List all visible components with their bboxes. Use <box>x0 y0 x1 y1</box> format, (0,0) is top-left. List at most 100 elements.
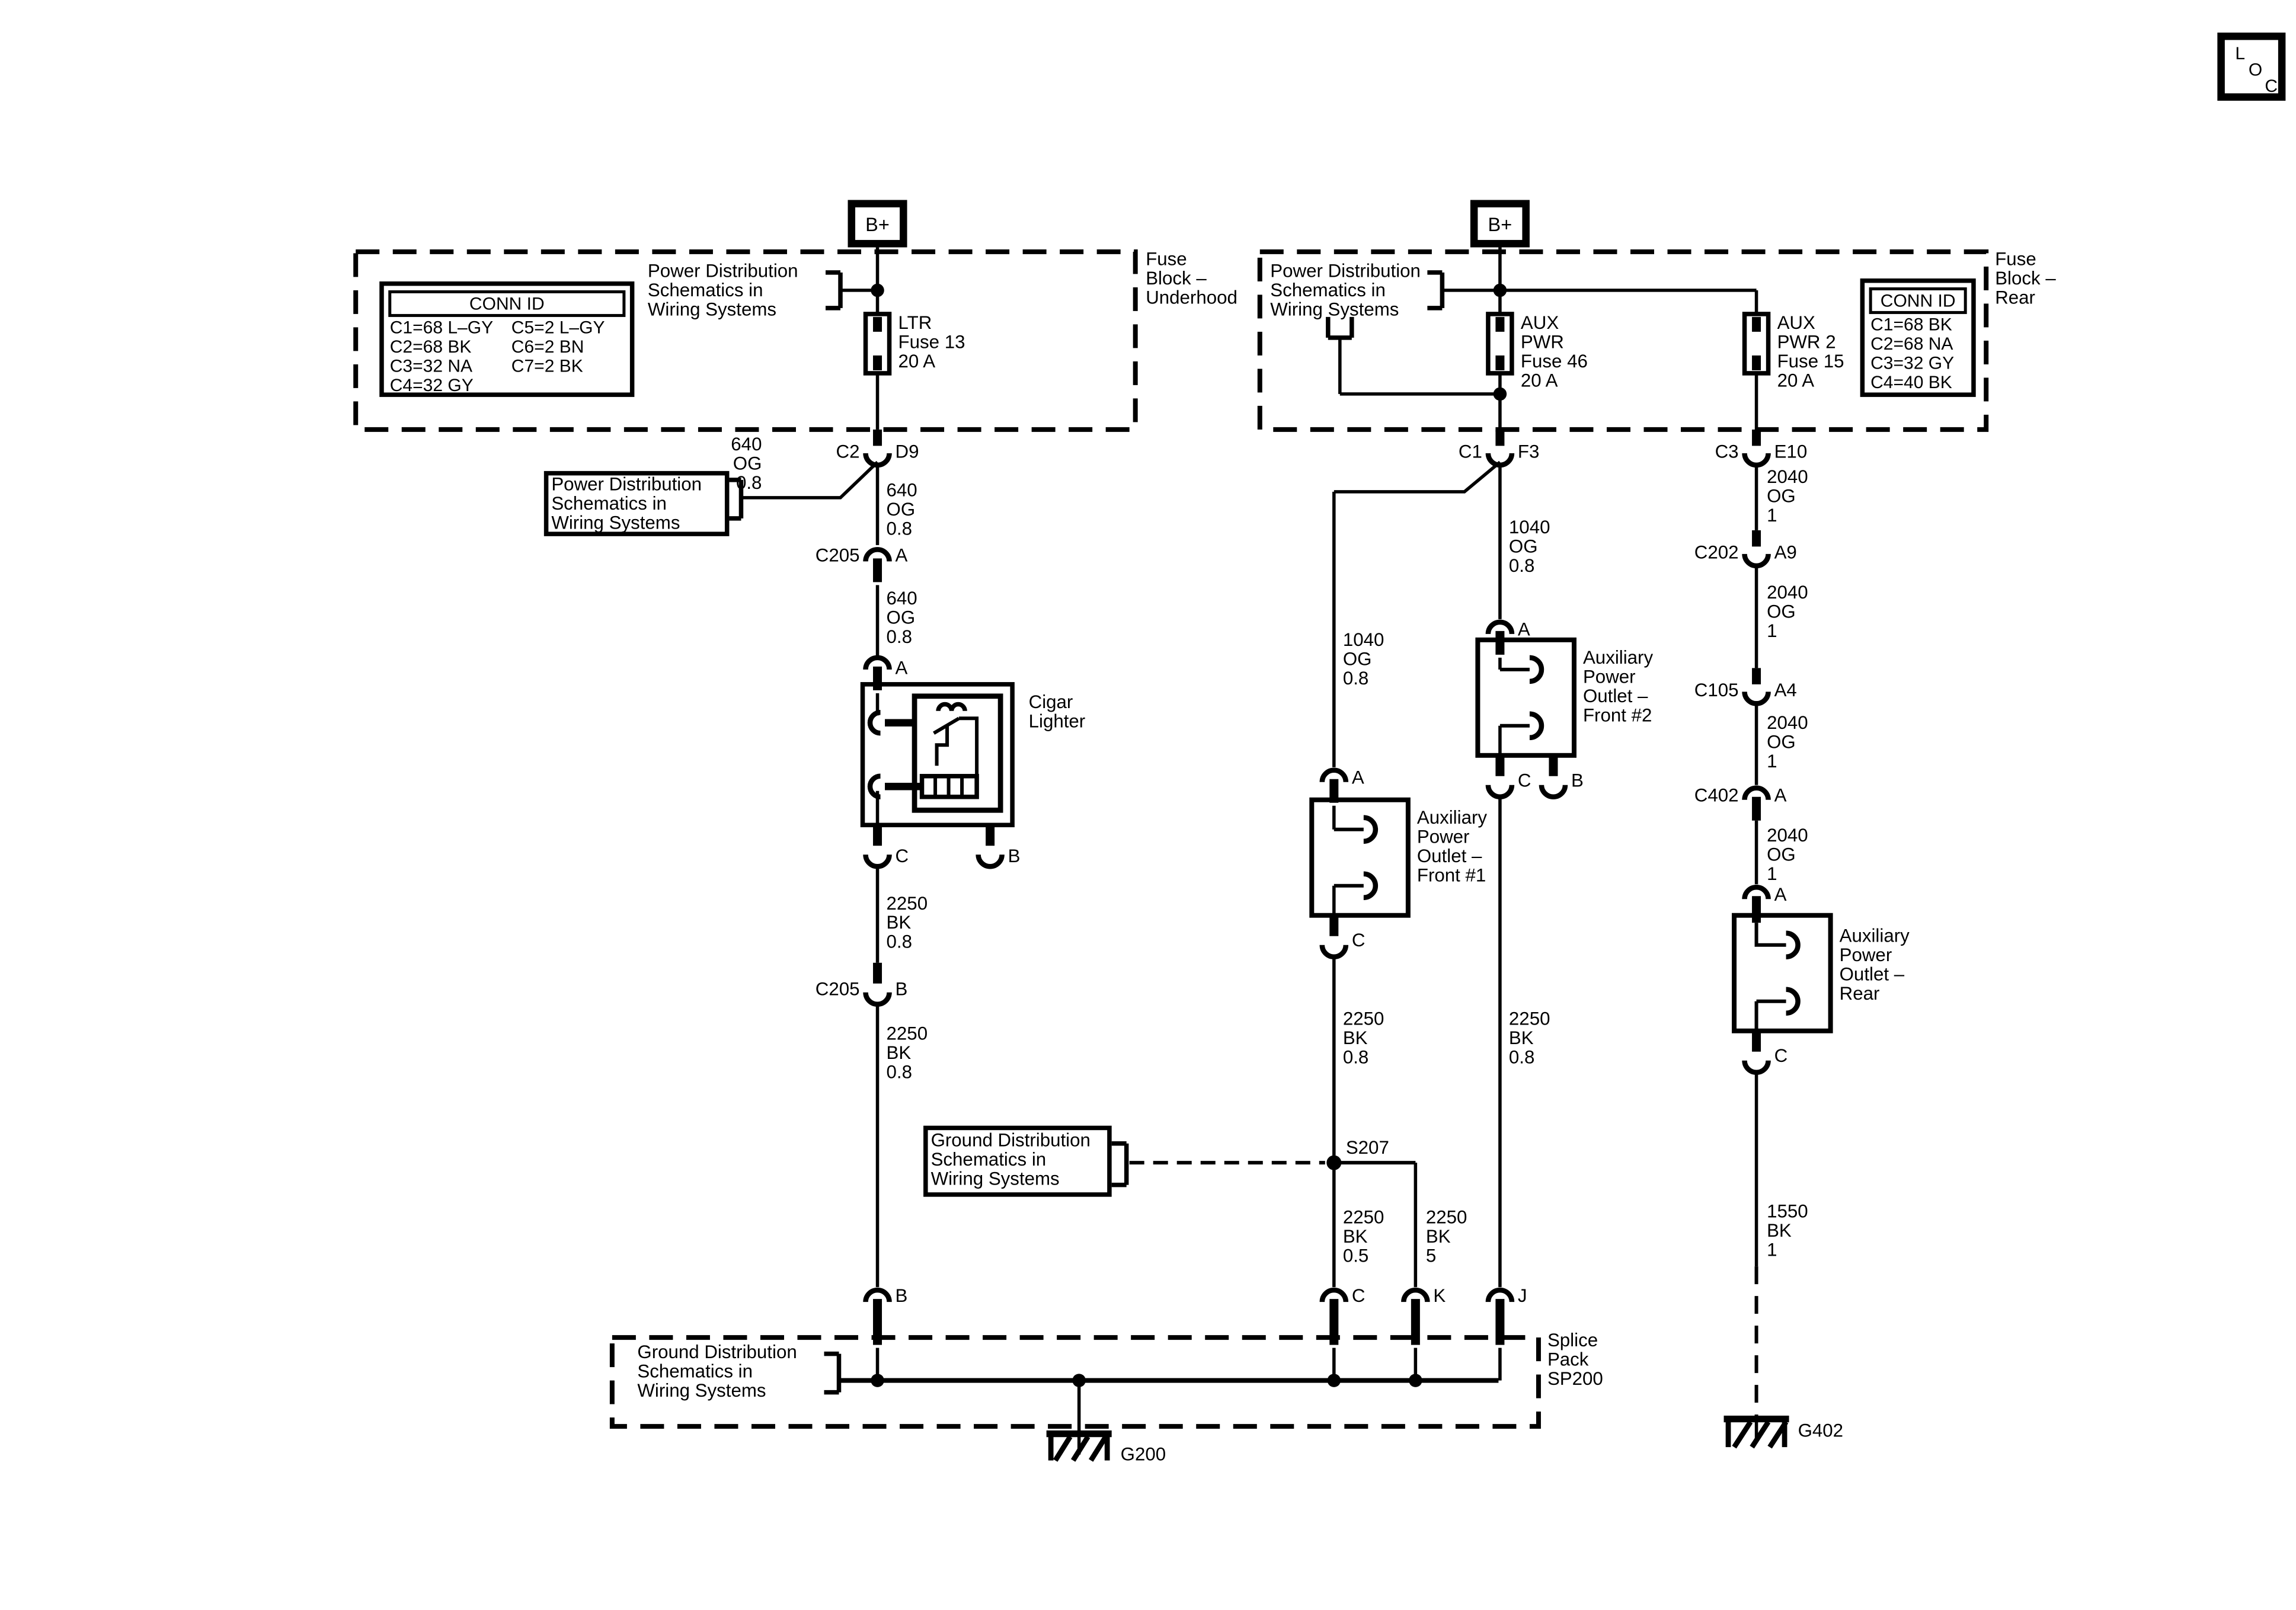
conn-cell: C4=40 BK <box>1870 372 1952 393</box>
fuse-symbols <box>863 312 1771 376</box>
outlet-front1-box <box>1309 797 1411 918</box>
wire-label-2040og-3: 2040 OG 1 <box>1767 712 1808 772</box>
bracket-pd-left <box>826 270 843 311</box>
outlet-front2-label: Auxiliary Power Outlet – Front #2 <box>1582 647 1654 726</box>
ground-label-g402: G402 <box>1798 1420 1844 1442</box>
splice-pin-label-b: B <box>895 1285 908 1307</box>
cigar-contact-arcs <box>867 710 881 800</box>
wire-label-2040og-1: 2040 OG 1 <box>1767 466 1808 526</box>
conn-cell: C1=68 L–GY <box>389 316 494 338</box>
conn-cell: C3=32 GY <box>1870 352 1955 373</box>
outlet-front1-label: Auxiliary Power Outlet – Front #1 <box>1416 807 1488 886</box>
conn-label-c3: C3 <box>1715 441 1739 462</box>
out2-pin-label-b: B <box>1571 770 1584 791</box>
fuse-block-underhood-outline <box>353 249 1138 432</box>
ground-symbols <box>1046 1415 1789 1462</box>
conn-cell: C1=68 BK <box>1870 313 1952 335</box>
ground-label-g200: G200 <box>1120 1444 1166 1465</box>
pin-c-cigar-arc <box>863 854 892 869</box>
bracket-gd-bottom <box>824 1351 842 1395</box>
junction-dots <box>871 283 1507 1387</box>
out2-pin-label-c: C <box>1517 770 1531 791</box>
dot-s207 <box>1326 1155 1342 1170</box>
dot-bus-g200 <box>1072 1374 1086 1387</box>
splice-k-arc <box>1401 1287 1430 1302</box>
stubs-mid-left <box>1329 779 1420 1345</box>
power-dist-note-left: Power Distribution Schematics in Wiring … <box>647 260 798 320</box>
cigar-element-hatch <box>933 776 964 797</box>
fuse-stub-lines <box>873 316 1761 370</box>
dashed-wires <box>1129 1161 1758 1419</box>
wire-label-2250bk-right: 2250 BK 0.8 <box>1508 1009 1550 1068</box>
pin-label-a: A <box>895 545 908 566</box>
note-brackets <box>729 270 1445 1395</box>
splice-pack-label: Splice Pack SP200 <box>1547 1330 1603 1390</box>
pin-label-a-cigar: A <box>895 657 908 678</box>
dot-bus-k <box>1409 1374 1422 1387</box>
wire-label-2250bk-1: 2250 BK 0.8 <box>886 893 928 953</box>
pin-label-b-cigar: B <box>1008 846 1021 867</box>
pin-label-f3: F3 <box>1517 441 1540 462</box>
conn-c105-a4-arc <box>1742 691 1771 706</box>
conn-cell: C2=68 BK <box>389 336 472 357</box>
component-internals <box>933 667 1786 1165</box>
cigar-lighter-inner-box <box>912 693 1003 813</box>
fuse-46-label: AUX PWR Fuse 46 20 A <box>1520 312 1588 391</box>
cigar-lighter-box <box>860 682 1015 828</box>
splice-pin-label-k: K <box>1433 1285 1446 1307</box>
conn-cell: C3=32 NA <box>389 355 473 376</box>
ground-dist-note-bottom: Ground Distribution Schematics in Wiring… <box>637 1342 797 1401</box>
stubs-mid <box>1495 429 1558 1345</box>
conn-c3-e10-arc <box>1742 453 1771 468</box>
cigar-lighter-label: Cigar Lighter <box>1028 692 1086 732</box>
conn-c2-d9-arc <box>863 453 892 468</box>
cigar-contact-stubs <box>885 719 922 790</box>
fuse-stubs <box>873 316 1761 370</box>
bracket-gd-mid <box>1111 1141 1129 1188</box>
dashed-boxes <box>353 249 1989 1429</box>
out1-pin-c-arc <box>1319 945 1349 959</box>
splice-pack-outline <box>609 1335 1541 1429</box>
g402-hatch <box>1725 1419 1789 1449</box>
power-dist-note-boxed: Power Distribution Schematics in Wiring … <box>551 473 702 533</box>
pin-label-a-c402: A <box>1774 785 1787 806</box>
conn-cell: C6=2 BN <box>511 336 584 357</box>
wire-label-2250bk-5: 2250 BK 5 <box>1425 1207 1467 1267</box>
loc-letter-o: O <box>2248 59 2263 80</box>
splice-pin-label-c: C <box>1351 1285 1366 1307</box>
rear-pin-label-a: A <box>1774 884 1787 905</box>
out2-contact-stems <box>1499 667 1530 728</box>
conn-cell: C7=2 BK <box>511 355 583 376</box>
g200-hatch <box>1048 1433 1110 1462</box>
conn-id-table-rear: CONN ID C1=68 BK C2=68 NA C3=32 GY C4=40… <box>1860 278 1976 397</box>
conn-label-c105: C105 <box>1694 680 1739 701</box>
cigar-contact-stub-lines <box>885 719 922 790</box>
conn-c205-b-arc <box>863 992 892 1007</box>
wire-left-branch-to-note <box>741 460 879 500</box>
wire-label-2250bk-05: 2250 BK 0.5 <box>1342 1207 1384 1267</box>
b-plus-terminal-right: B+ <box>1470 200 1530 248</box>
wire-label-2040og-2: 2040 OG 1 <box>1767 582 1808 642</box>
conn-label-c205-b: C205 <box>815 979 860 1000</box>
wire-label-1550bk: 1550 BK 1 <box>1767 1201 1808 1261</box>
splice-label-s207: S207 <box>1345 1137 1389 1158</box>
splice-b-arc <box>863 1287 892 1302</box>
conn-label-c205-a: C205 <box>815 545 860 566</box>
out1-pin-label-c: C <box>1351 930 1366 951</box>
conn-c1-f3-arc <box>1485 453 1515 468</box>
pin-label-d9: D9 <box>895 441 919 462</box>
loc-box: L O C <box>2217 32 2286 101</box>
out2-pin-c-arc <box>1485 785 1515 799</box>
out2-pin-a-arc <box>1485 619 1515 635</box>
dot-left-note <box>871 283 884 297</box>
conn-cell <box>511 376 624 395</box>
pin-label-a9: A9 <box>1774 542 1797 563</box>
rear-contact-stems <box>1754 923 1786 1031</box>
wire-mid-left-branch <box>1332 460 1501 767</box>
out1-contact-stems <box>1334 827 1364 888</box>
rear-pin-label-c: C <box>1774 1045 1788 1067</box>
out1-pin-a-arc <box>1319 767 1349 783</box>
cigar-switch-lines <box>933 716 979 776</box>
wire-label-640og-2: 640 OG 0.8 <box>886 479 917 539</box>
